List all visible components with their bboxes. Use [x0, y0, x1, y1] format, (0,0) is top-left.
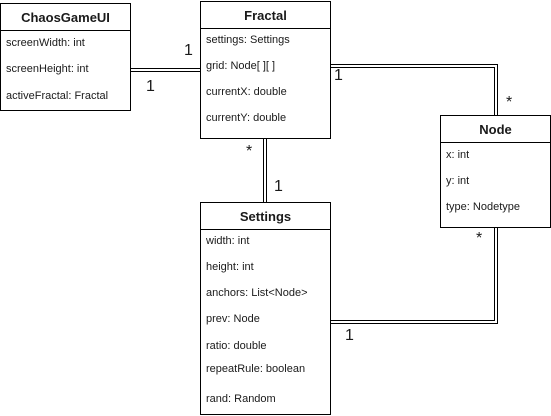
multiplicity-settings-fractal-end: 1	[274, 178, 283, 195]
attribute: screenWidth: int	[6, 37, 85, 49]
multiplicity-fractal-settings-end: *	[246, 143, 253, 160]
attribute: screenHeight: int	[6, 63, 89, 75]
association-ui-fractal	[130, 68, 201, 72]
class-name: Node	[441, 116, 550, 143]
attribute: x: int	[446, 149, 470, 161]
multiplicity-node-fractal-end: *	[506, 94, 513, 111]
association-fractal-settings	[263, 138, 267, 202]
multiplicity-fractal-ui-end: 1	[184, 42, 193, 59]
attribute: anchors: List<Node>	[206, 287, 308, 299]
class-settings: Settings width: int height: int anchors:…	[200, 202, 331, 415]
multiplicity-node-settings-end: *	[476, 230, 483, 247]
attribute: currentX: double	[206, 86, 287, 98]
attribute: activeFractal: Fractal	[6, 90, 109, 102]
class-name: Fractal	[201, 2, 330, 29]
attribute: y: int	[446, 175, 470, 187]
association-settings-node	[330, 228, 498, 324]
multiplicity-ui-fractal-end: 1	[146, 78, 155, 95]
multiplicity-fractal-node-end: 1	[334, 67, 343, 84]
attribute: prev: Node	[206, 313, 260, 325]
attribute: rand: Random	[206, 393, 276, 405]
attribute: width: int	[206, 235, 250, 247]
attribute: settings: Settings	[206, 34, 290, 46]
attribute: height: int	[206, 261, 254, 273]
attribute: type: Nodetype	[446, 201, 520, 213]
class-chaosgameui: ChaosGameUI screenWidth: int screenHeigh…	[0, 3, 131, 111]
multiplicity-settings-node-end: 1	[345, 327, 354, 344]
class-node: Node x: int y: int type: Nodetype	[440, 115, 551, 228]
class-name: Settings	[201, 203, 330, 230]
attribute: currentY: double	[206, 112, 287, 124]
class-fractal: Fractal settings: Settings grid: Node[ ]…	[200, 1, 331, 139]
attribute: repeatRule: boolean	[206, 363, 306, 375]
attribute: ratio: double	[206, 340, 267, 352]
association-fractal-node	[330, 64, 498, 115]
attribute: grid: Node[ ][ ]	[206, 60, 276, 72]
class-name: ChaosGameUI	[1, 4, 130, 31]
